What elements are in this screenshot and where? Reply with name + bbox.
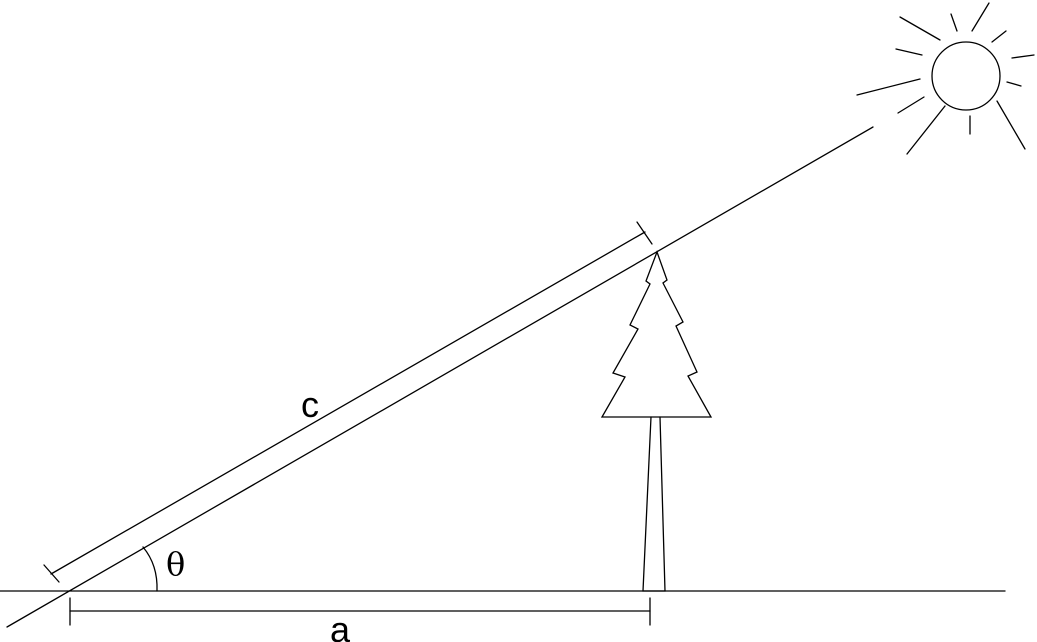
sun-ray: [950, 13, 958, 32]
angle-label: θ: [166, 545, 185, 583]
hypotenuse-label: c: [301, 384, 319, 425]
hypotenuse-dimension: [43, 221, 653, 583]
sun-ray: [1011, 54, 1035, 59]
sun-ray-line: [6, 126, 874, 628]
sun-ray: [899, 16, 941, 41]
sun-disc: [931, 41, 1001, 111]
angle-arc: [142, 546, 158, 592]
hypotenuse-tick-start: [43, 564, 60, 583]
hypotenuse-tick-end: [636, 221, 653, 245]
sun-ray: [991, 30, 1007, 43]
sun-ray: [971, 2, 990, 32]
sun-ray: [996, 100, 1026, 150]
tree-trunk: [642, 416, 666, 592]
tree-icon: [600, 250, 713, 592]
sun-icon: [856, 2, 1035, 155]
sun-ray: [906, 105, 946, 155]
sun-ray: [897, 96, 925, 114]
tree-crown: [600, 250, 713, 418]
base-label: a: [330, 609, 351, 642]
sun-ray: [856, 78, 921, 96]
sun-ray: [895, 48, 923, 56]
base-dimension: [69, 597, 651, 626]
hypotenuse-dimension-line: [50, 231, 646, 575]
sun-ray: [1006, 81, 1022, 87]
